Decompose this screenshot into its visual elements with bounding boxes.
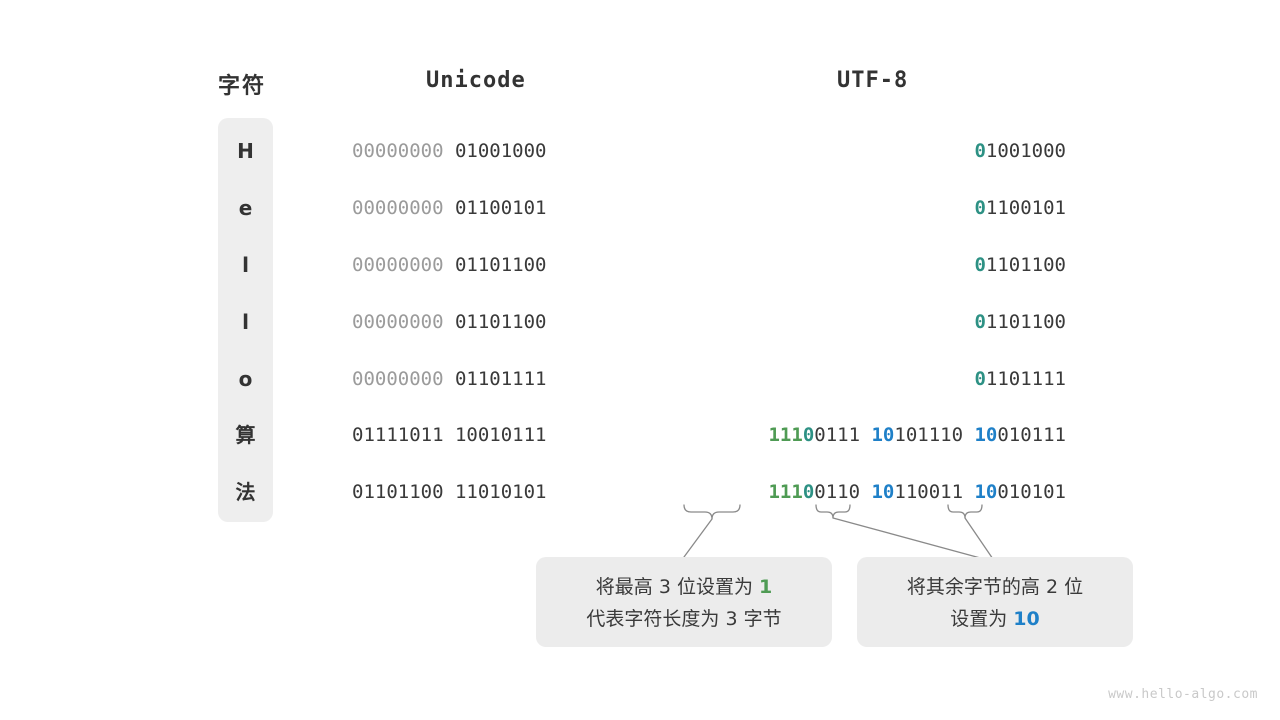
callout-right-line1: 将其余字节的高 2 位 — [906, 576, 1084, 598]
unicode-bits: 01111011 10010111 — [352, 424, 547, 446]
char-cell: H — [237, 139, 254, 163]
watermark: www.hello-algo.com — [1108, 687, 1258, 702]
unicode-bits: 00000000 01101100 — [352, 311, 547, 333]
column-header-char: 字符 — [218, 74, 267, 99]
utf8-bits: 11100110 10110011 10010101 — [768, 481, 1066, 503]
utf8-bits: 11100111 10101110 10010111 — [768, 424, 1066, 446]
char-cell: 算 — [235, 423, 256, 447]
utf8-bits: 01101111 — [974, 368, 1066, 390]
callout-length-prefix: 将最高 3 位设置为 1 代表字符长度为 3 字节 — [536, 557, 832, 647]
char-cell: l — [242, 310, 249, 334]
callout-continuation-bits: 将其余字节的高 2 位 设置为 10 — [857, 557, 1133, 647]
column-header-unicode: Unicode — [426, 68, 526, 93]
column-header-utf8: UTF-8 — [837, 68, 909, 93]
callout-left-line2: 代表字符长度为 3 字节 — [586, 608, 782, 630]
utf8-bits: 01100101 — [974, 197, 1066, 219]
callout-left-line1: 将最高 3 位设置为 1 — [595, 576, 773, 598]
callout-right-line2: 设置为 10 — [950, 608, 1040, 630]
unicode-bits: 00000000 01101111 — [352, 368, 547, 390]
utf8-bits: 01101100 — [974, 311, 1066, 333]
unicode-bits: 01101100 11010101 — [352, 481, 547, 503]
char-cell: l — [242, 253, 249, 277]
utf8-bits: 01101100 — [974, 254, 1066, 276]
char-cell: 法 — [235, 480, 256, 504]
unicode-bits: 00000000 01101100 — [352, 254, 547, 276]
unicode-bits: 00000000 01100101 — [352, 197, 547, 219]
char-cell: o — [238, 367, 253, 391]
char-cell: e — [238, 196, 253, 220]
utf8-bits: 01001000 — [974, 140, 1066, 162]
unicode-bits: 00000000 01001000 — [352, 140, 547, 162]
